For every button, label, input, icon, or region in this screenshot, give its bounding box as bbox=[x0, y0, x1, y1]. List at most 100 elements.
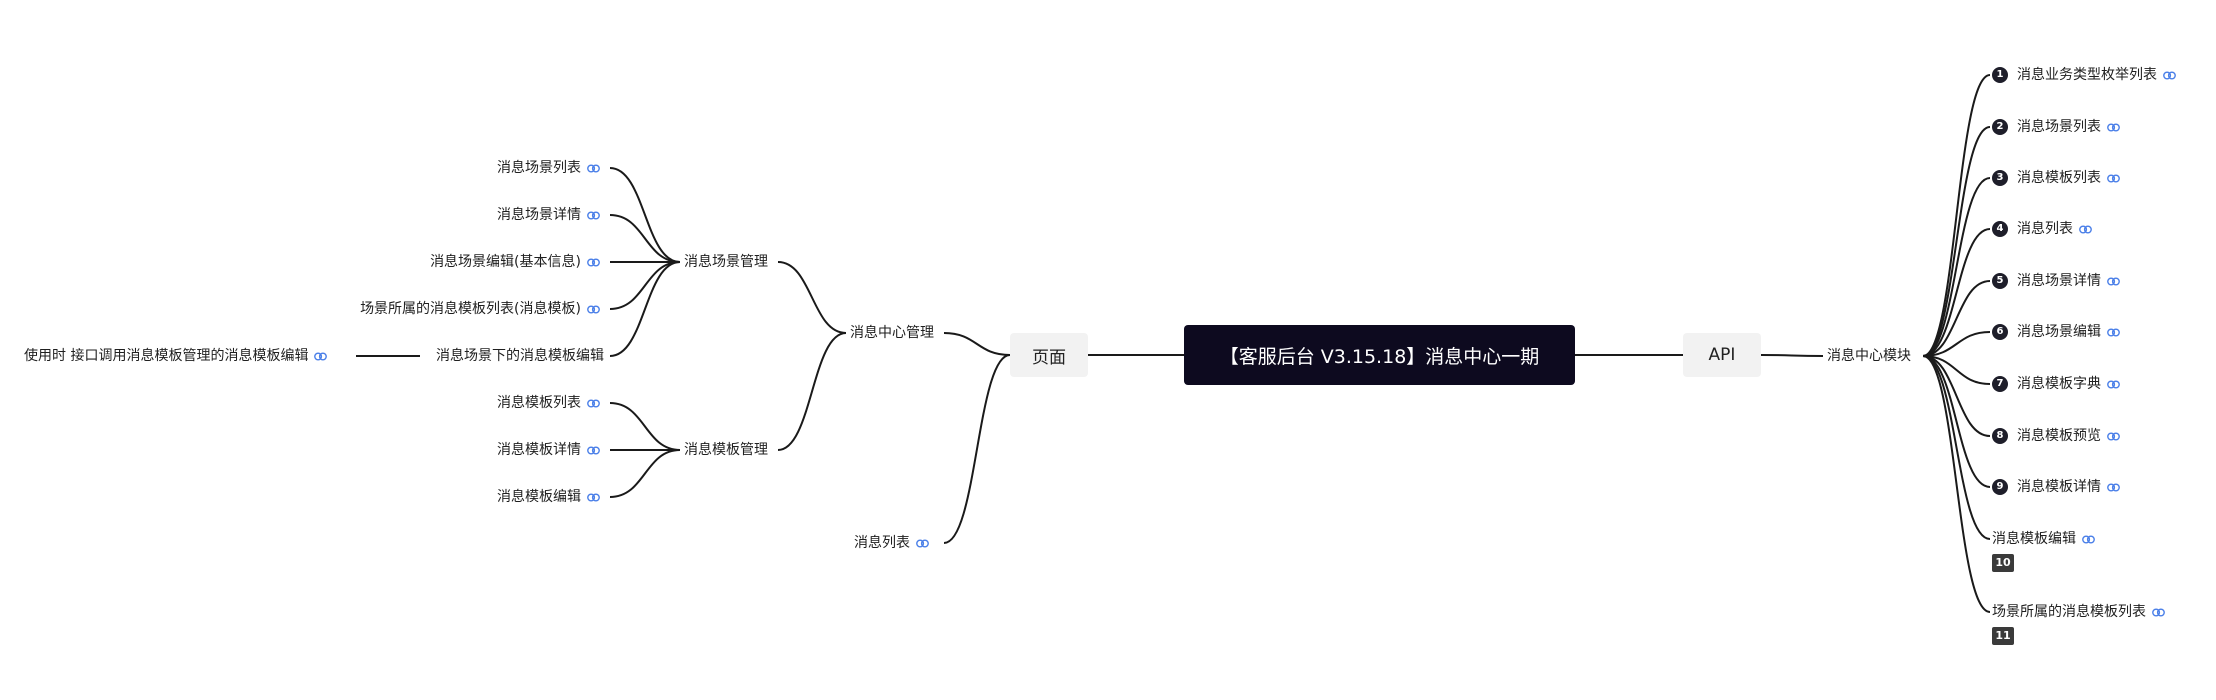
number-badge: 7 bbox=[1992, 376, 2008, 392]
leaf-template-list[interactable]: 消息模板列表 bbox=[497, 393, 600, 413]
api-item-label: 消息场景列表 bbox=[2017, 119, 2101, 135]
link-icon[interactable] bbox=[2107, 432, 2120, 441]
leaf-scene-list[interactable]: 消息场景列表 bbox=[497, 158, 600, 178]
api-item-7[interactable]: 7 消息模板字典 bbox=[1992, 374, 2120, 394]
link-icon[interactable] bbox=[2107, 483, 2120, 492]
leaf-label: 消息场景详情 bbox=[497, 207, 581, 223]
api-item-label: 消息业务类型枚举列表 bbox=[2017, 67, 2157, 83]
leaf-label: 消息场景列表 bbox=[497, 160, 581, 176]
edge-module-leaf-3 bbox=[1922, 228, 1991, 357]
edge-api-module bbox=[1760, 354, 1824, 357]
leaf-scene-detail[interactable]: 消息场景详情 bbox=[497, 205, 600, 225]
topic-page-label: 页面 bbox=[1032, 347, 1066, 368]
edge-module-leaf-4 bbox=[1922, 280, 1991, 357]
leaf-scene-template-edit[interactable]: 消息场景下的消息模板编辑 bbox=[436, 346, 604, 366]
link-icon[interactable] bbox=[587, 210, 600, 220]
link-icon[interactable] bbox=[2107, 173, 2120, 183]
leaf-label: 消息模板编辑 bbox=[497, 489, 581, 505]
api-item-3[interactable]: 3 消息模板列表 bbox=[1992, 168, 2120, 188]
topic-api[interactable]: API bbox=[1683, 333, 1761, 377]
link-icon[interactable] bbox=[2079, 224, 2092, 234]
api-item-label: 消息模板字典 bbox=[2017, 376, 2101, 392]
link-icon[interactable] bbox=[587, 493, 600, 502]
topic-msg-center-module[interactable]: 消息中心模块 bbox=[1827, 348, 1911, 364]
api-item-11[interactable]: 场景所属的消息模板列表 bbox=[1992, 602, 2165, 622]
api-item-label: 消息场景编辑 bbox=[2017, 324, 2101, 340]
number-badge: 2 bbox=[1992, 119, 2008, 135]
leaf-template-edit[interactable]: 消息模板编辑 bbox=[497, 487, 600, 507]
root-topic-title: 【客服后台 V3.15.18】消息中心一期 bbox=[1219, 345, 1540, 368]
link-icon[interactable] bbox=[2152, 608, 2165, 617]
link-icon[interactable] bbox=[2107, 122, 2120, 132]
link-icon[interactable] bbox=[587, 163, 600, 173]
number-badge: 6 bbox=[1992, 324, 2008, 340]
api-item-label: 消息模板列表 bbox=[2017, 170, 2101, 186]
edge-module-leaf-6 bbox=[1922, 355, 1991, 385]
number-badge: 8 bbox=[1992, 428, 2008, 444]
leaf-label: 场景所属的消息模板列表(消息模板) bbox=[360, 301, 581, 317]
api-item-label: 消息模板编辑 bbox=[1992, 531, 2076, 547]
link-icon[interactable] bbox=[2163, 70, 2176, 80]
edge-module-leaf-1 bbox=[1922, 126, 1991, 357]
link-icon[interactable] bbox=[587, 399, 600, 408]
leaf-label: 消息场景下的消息模板编辑 bbox=[436, 348, 604, 364]
leaf-label: 消息场景编辑(基本信息) bbox=[430, 254, 581, 270]
topic-msg-center-mgmt[interactable]: 消息中心管理 bbox=[850, 325, 934, 341]
link-icon[interactable] bbox=[2107, 328, 2120, 337]
api-item-1[interactable]: 1 消息业务类型枚举列表 bbox=[1992, 65, 2176, 85]
api-item-label: 场景所属的消息模板列表 bbox=[1992, 604, 2146, 620]
api-item-2[interactable]: 2 消息场景列表 bbox=[1992, 117, 2120, 137]
link-icon[interactable] bbox=[2107, 277, 2120, 286]
edge-module-leaf-7 bbox=[1922, 355, 1991, 437]
edge-center-scene bbox=[777, 261, 847, 334]
link-icon[interactable] bbox=[916, 539, 929, 548]
api-item-4[interactable]: 4 消息列表 bbox=[1992, 219, 2092, 239]
edge-template-leaf-0 bbox=[609, 402, 681, 451]
leaf-label: 消息模板列表 bbox=[497, 395, 581, 411]
api-item-9[interactable]: 9 消息模板详情 bbox=[1992, 477, 2120, 497]
link-icon[interactable] bbox=[314, 352, 328, 361]
api-item-10[interactable]: 消息模板编辑 bbox=[1992, 529, 2095, 549]
topic-api-label: API bbox=[1708, 345, 1736, 365]
api-item-label: 消息模板预览 bbox=[2017, 428, 2101, 444]
edge-scene-leaf-0 bbox=[609, 167, 681, 263]
edge-module-leaf-10 bbox=[1922, 355, 1991, 613]
leaf-label: 消息模板详情 bbox=[497, 442, 581, 458]
edge-center-template bbox=[777, 332, 847, 451]
number-badge: 3 bbox=[1992, 170, 2008, 186]
edge-scene-leaf-4 bbox=[609, 261, 681, 357]
edge-scene-leaf-3 bbox=[609, 261, 681, 310]
edge-module-leaf-0 bbox=[1922, 74, 1991, 357]
topic-template-mgmt[interactable]: 消息模板管理 bbox=[684, 442, 768, 458]
api-item-5[interactable]: 5 消息场景详情 bbox=[1992, 271, 2120, 291]
link-icon[interactable] bbox=[587, 258, 600, 267]
root-topic[interactable]: 【客服后台 V3.15.18】消息中心一期 bbox=[1184, 325, 1575, 385]
api-item-8[interactable]: 8 消息模板预览 bbox=[1992, 426, 2120, 446]
edge-scene-leaf-1 bbox=[609, 214, 681, 263]
number-tag: 10 bbox=[1992, 554, 2014, 572]
edge-module-leaf-5 bbox=[1922, 331, 1991, 357]
link-icon[interactable] bbox=[587, 305, 600, 314]
edge-module-leaf-9 bbox=[1922, 355, 1991, 540]
leaf-usage-note[interactable]: 使用时 接口调用消息模板管理的消息模板编辑 bbox=[24, 346, 328, 366]
leaf-scene-edit[interactable]: 消息场景编辑(基本信息) bbox=[430, 252, 600, 272]
edge-template-leaf-2 bbox=[609, 449, 681, 498]
edge-page-center bbox=[943, 332, 1011, 356]
api-item-label: 消息列表 bbox=[2017, 221, 2073, 237]
edge-module-leaf-2 bbox=[1922, 177, 1991, 357]
link-icon[interactable] bbox=[2107, 380, 2120, 389]
leaf-template-detail[interactable]: 消息模板详情 bbox=[497, 440, 600, 460]
leaf-scene-template-list[interactable]: 场景所属的消息模板列表(消息模板) bbox=[360, 299, 600, 319]
api-item-label: 消息场景详情 bbox=[2017, 273, 2101, 289]
link-icon[interactable] bbox=[587, 446, 600, 455]
leaf-label: 使用时 接口调用消息模板管理的消息模板编辑 bbox=[24, 348, 309, 364]
topic-msg-list[interactable]: 消息列表 bbox=[854, 533, 929, 553]
number-badge: 1 bbox=[1992, 67, 2008, 83]
topic-scene-mgmt[interactable]: 消息场景管理 bbox=[684, 254, 768, 270]
link-icon[interactable] bbox=[2082, 535, 2095, 544]
edge-page-msglist bbox=[943, 354, 1011, 544]
api-item-6[interactable]: 6 消息场景编辑 bbox=[1992, 322, 2120, 342]
topic-page[interactable]: 页面 bbox=[1010, 333, 1088, 377]
edge-module-leaf-8 bbox=[1922, 355, 1991, 488]
